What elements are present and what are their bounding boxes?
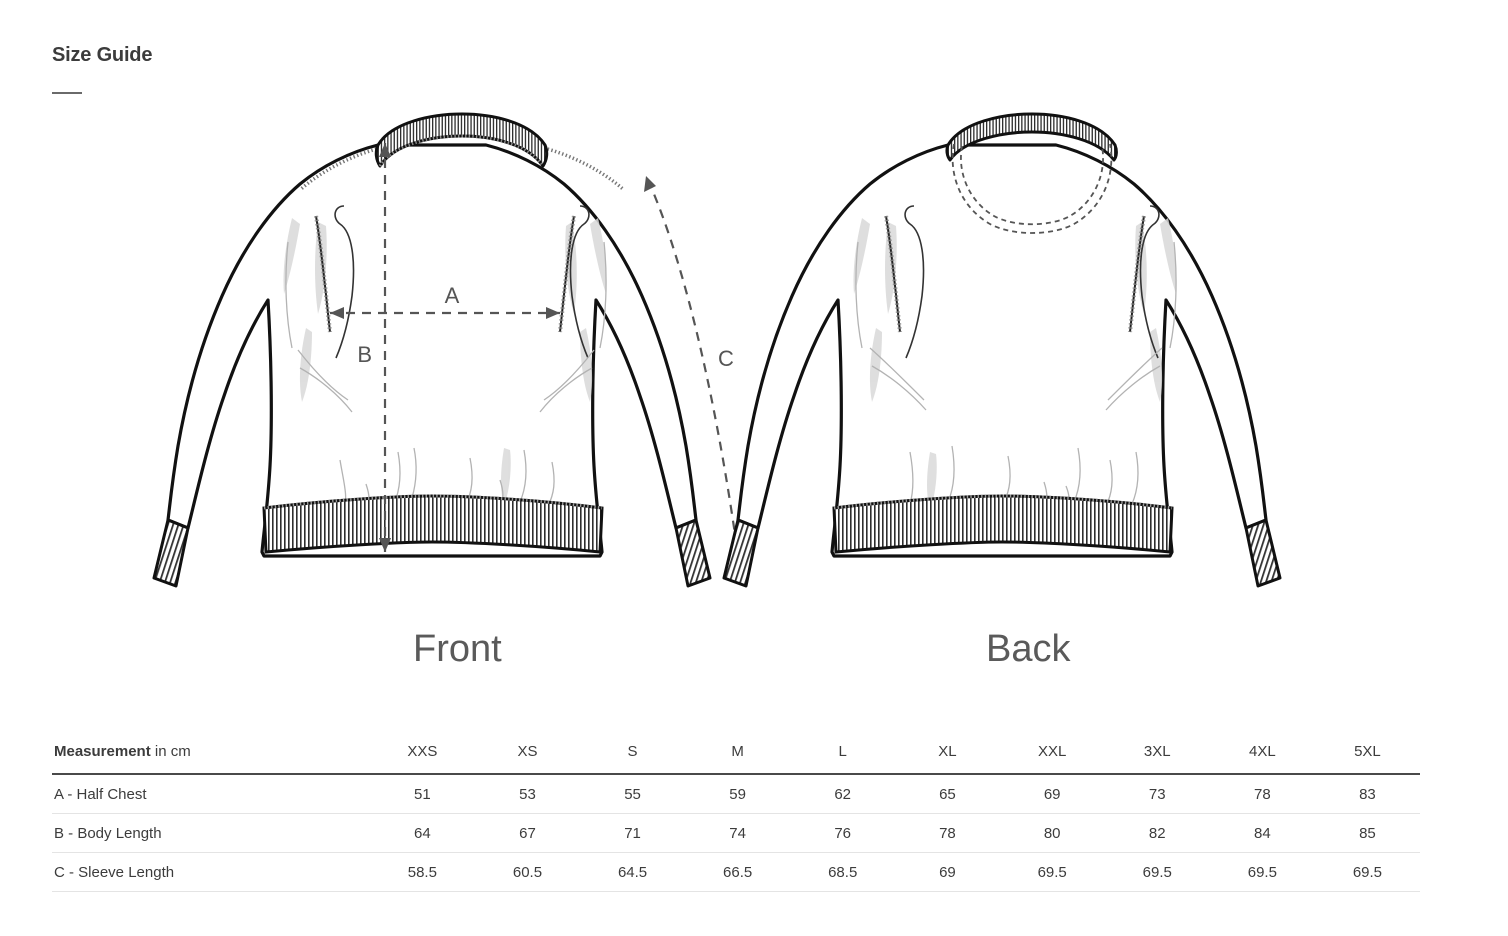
size-column-header: 3XL [1143,742,1171,760]
dimension-b-arrow-bottom [379,538,391,552]
measurement-value: 55 [624,785,641,803]
measurement-value: 65 [939,785,956,803]
measurement-value: 73 [1148,785,1166,803]
size-table-body: A - Half Chest 51 53 55 59 62 65 69 73 78 83 B - Bo… [52,774,1420,892]
measurement-value: 83 [1359,785,1376,803]
size-column-header: S [627,742,638,760]
measurement-value: 64 [414,824,431,842]
measurement-value: 69.5 [1142,863,1172,881]
measurement-value: 64.5 [617,863,648,881]
back-shading [853,218,1177,510]
measurement-value: 82 [1148,824,1166,842]
measurement-value: 51 [414,785,431,803]
measurement-value: 69.5 [1247,863,1277,881]
size-column-header: XXS [407,742,438,760]
dimension-c-line [646,179,742,571]
back-drape-lines [904,205,1160,359]
size-column-header: M [731,742,744,760]
table-row: C - Sleeve Length 58.5 60.5 64.5 66.5 68.5 69 6… [52,853,1420,892]
dimension-b-arrow-top [379,143,391,157]
page-title: Size Guide [52,44,153,66]
back-right-armhole-stitch [1127,215,1147,333]
front-left-cuff [152,518,190,588]
back-view-label: Back [986,628,1071,670]
dimension-c-label: C [718,346,734,371]
front-shading [283,218,607,506]
size-table-head: Measurement in cm XXS XS S M L XL XXL 3XL 4XL 5XL [52,735,1420,774]
size-column-header: 5XL [1354,742,1381,760]
dimension-a-label: A [445,283,460,308]
measurement-value: 76 [834,824,852,842]
table-row: B - Body Length 64 67 71 74 76 78 80 82 84 85 [52,814,1420,853]
size-column-header: L [838,742,847,760]
measurement-value: 80 [1043,824,1061,842]
measurement-value: 67 [519,824,536,842]
front-left-armhole-stitch [313,215,333,333]
measurement-header-bold: Measurement [54,742,151,760]
front-right-cuff [674,518,712,588]
measurement-value: 69.5 [1037,863,1067,881]
back-body-outline [736,143,1268,558]
back-neck-facing-inner [960,145,1104,226]
front-collar-rib [374,112,549,168]
measurement-value: 71 [624,824,641,842]
garment-illustration: A B C [0,100,1508,630]
size-column-header: XL [938,742,957,760]
back-hem-rib [832,494,1174,554]
measurement-header: Measurement in cm [52,735,370,774]
measurement-value: 78 [939,824,956,842]
measurement-value: 69 [1043,785,1061,803]
size-column-header: XS [517,742,538,760]
table-row: A - Half Chest 51 53 55 59 62 65 69 73 78 83 [52,774,1420,814]
back-left-armhole-stitch [883,215,903,333]
size-table: Measurement in cm XXS XS S M L XL XXL 3XL 4XL 5XL… [52,735,1420,892]
back-soft-lines [855,241,1177,509]
measurement-value: 58.5 [407,863,437,881]
front-view-label: Front [413,628,502,670]
measurement-value: 69 [939,863,956,881]
size-table-header-row: Measurement in cm XXS XS S M L XL XXL 3XL 4XL 5XL [52,735,1420,774]
dimension-b: B [357,143,391,552]
measurement-value: 74 [729,824,746,842]
dimension-a-arrow-left [330,307,344,319]
dimension-b-label: B [357,342,372,367]
size-column-header: XXL [1038,742,1067,760]
back-garment [722,112,1282,588]
size-column-header: 4XL [1248,742,1276,760]
measurement-value: 59 [729,785,746,803]
title-divider [52,92,82,94]
measurement-value: 62 [834,785,852,803]
front-drape-lines [334,205,590,359]
front-garment: A B C [152,112,746,588]
back-right-cuff [1244,518,1282,588]
dimension-a: A [330,283,560,319]
front-right-armhole-stitch [557,215,577,333]
measurement-value: 78 [1253,785,1271,803]
dimension-c: C [644,176,746,578]
measurement-value: 85 [1359,824,1376,842]
back-left-cuff [722,518,760,588]
measurement-value: 69.5 [1352,863,1383,881]
measurement-header-unit: in cm [150,742,191,760]
front-collar-stitch [378,134,545,167]
back-collar-rib [945,112,1118,162]
measurement-value: 60.5 [512,863,543,881]
measurement-row-label: C - Sleeve Length [54,863,175,881]
dimension-c-arrow-top [644,176,656,192]
measurement-value: 66.5 [723,863,753,881]
measurement-row-label: B - Body Length [54,824,162,842]
back-neck-facing-outer [951,143,1113,234]
measurement-value: 53 [519,785,536,803]
measurement-value: 84 [1253,824,1271,842]
measurement-row-label: A - Half Chest [54,785,147,803]
dimension-a-arrow-right [546,307,560,319]
measurement-value: 68.5 [828,863,858,881]
front-body-outline [166,143,698,558]
